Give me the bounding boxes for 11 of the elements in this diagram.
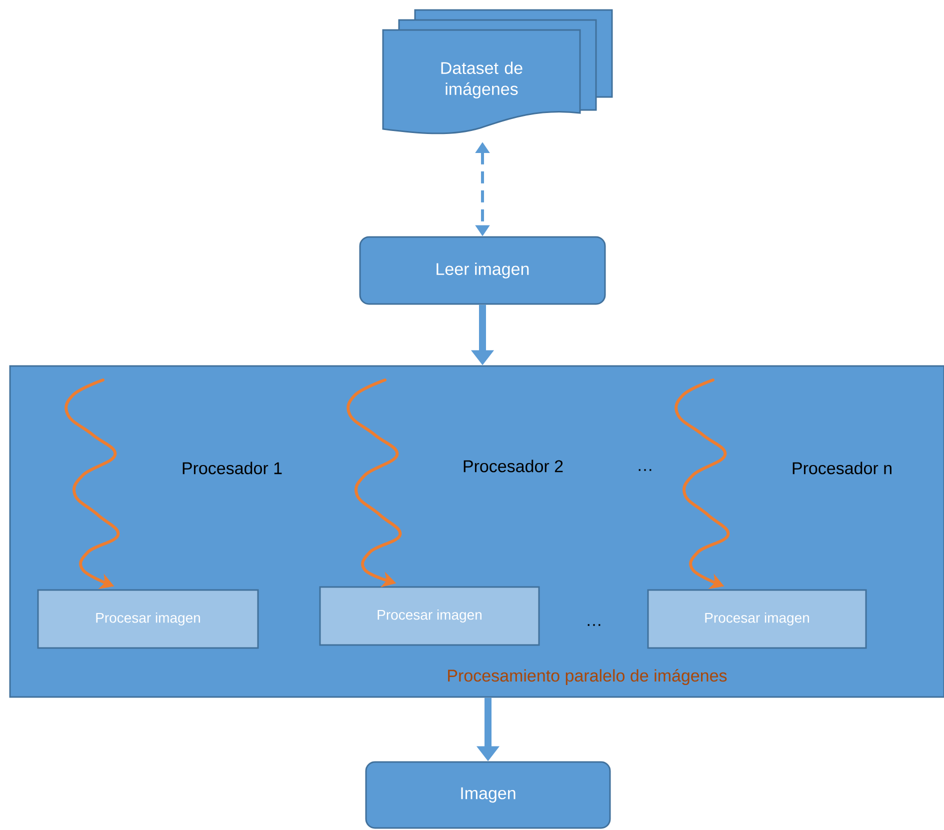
process-box: Procesar imagen [37,589,259,649]
process-box: Imagen [365,761,611,829]
ellipsis: … [638,469,652,471]
ellipsis: … [588,624,600,626]
process-box: Leer imagen [359,236,606,305]
edge-label: Procesador 2 [464,460,563,472]
edge-label: Procesador n [792,462,892,474]
process-box: Procesar imagen [647,589,867,649]
edge-label: Procesador 1 [182,462,282,474]
process-box: Procesar imagen [319,586,540,646]
document-stack: Dataset de imágenes [382,9,613,134]
